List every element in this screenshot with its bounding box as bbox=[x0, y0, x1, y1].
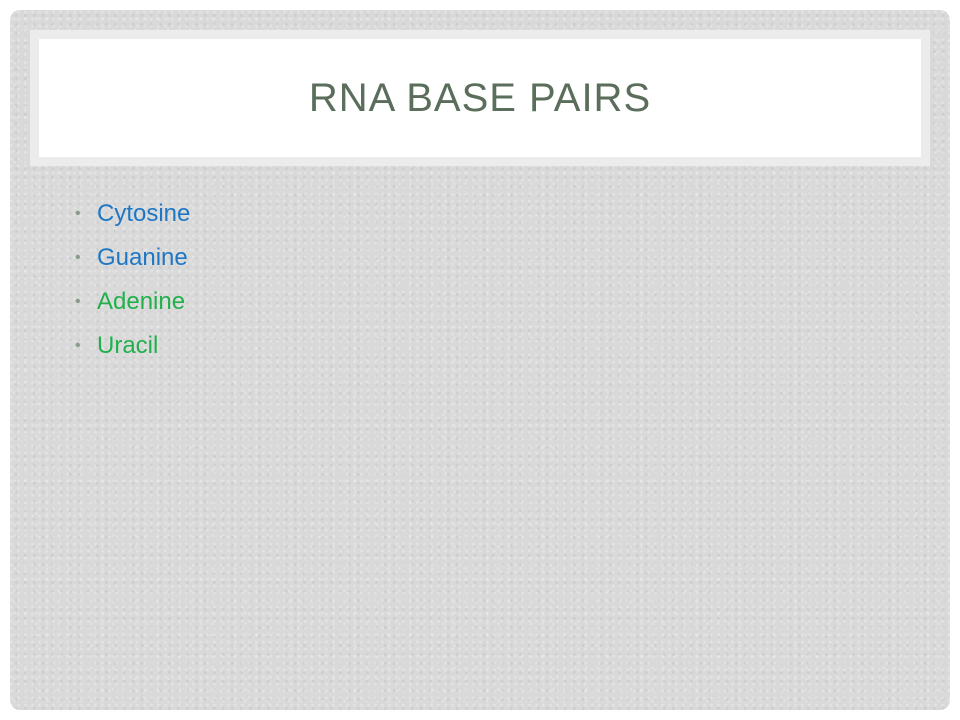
bullet-item-uracil: • Uracil bbox=[75, 324, 190, 368]
bullet-dot-icon: • bbox=[75, 205, 81, 222]
bullet-text: Uracil bbox=[97, 332, 159, 359]
bullet-dot-icon: • bbox=[75, 249, 81, 266]
slide-title: RNA BASE PAIRS bbox=[308, 75, 652, 120]
bullet-text: Guanine bbox=[97, 244, 188, 271]
title-band: RNA BASE PAIRS bbox=[30, 30, 930, 166]
bullet-dot-icon: • bbox=[75, 337, 81, 354]
title-box: RNA BASE PAIRS bbox=[39, 39, 921, 157]
bullet-item-cytosine: • Cytosine bbox=[75, 192, 190, 236]
slide: RNA BASE PAIRS • Cytosine • Guanine • Ad… bbox=[10, 10, 950, 710]
bullet-list: • Cytosine • Guanine • Adenine • Uracil bbox=[75, 192, 190, 368]
bullet-item-guanine: • Guanine bbox=[75, 236, 190, 280]
bullet-text: Cytosine bbox=[97, 200, 191, 227]
bullet-item-adenine: • Adenine bbox=[75, 280, 190, 324]
bullet-text: Adenine bbox=[97, 288, 186, 315]
bullet-dot-icon: • bbox=[75, 293, 81, 310]
